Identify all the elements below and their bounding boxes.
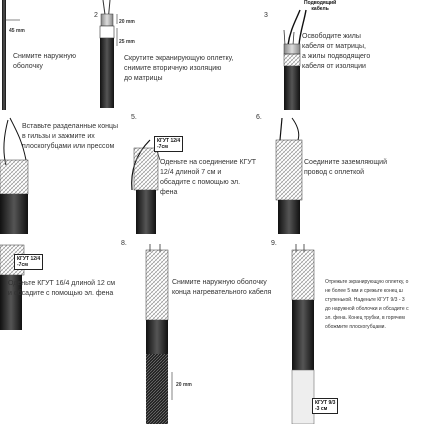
step3-text: Освободите жилы кабеля от матрицы, а жил… bbox=[302, 33, 371, 70]
step6-text: Соедините заземляющий провод с оплеткой bbox=[304, 159, 387, 176]
step5-text: Оденьте на соединение КГУТ 12/4 длиной 7… bbox=[160, 159, 257, 196]
step7-cable bbox=[0, 244, 25, 330]
step4-text: Вставьте разделанные концы в гильзы и за… bbox=[22, 123, 119, 150]
step8-cable bbox=[145, 244, 173, 424]
step4-cable bbox=[0, 117, 29, 234]
step2-text: Скрутите экранирующую оплетку, снимите в… bbox=[124, 55, 234, 82]
step8-text: Снимите наружную оболочку конца нагреват… bbox=[172, 279, 272, 296]
step9-number: 9. bbox=[271, 240, 277, 247]
step6-cable bbox=[275, 117, 303, 234]
step5-tag: КГУТ 12/4 -7см bbox=[154, 136, 184, 152]
step8-number: 8. bbox=[121, 240, 127, 247]
step9-text: Отрежьте экранирующую оплетку, о не боле… bbox=[325, 279, 409, 330]
step2-number: 2 bbox=[94, 12, 98, 19]
step1-dimension: 45 mm bbox=[9, 28, 25, 34]
step2-dim2: 25 mm bbox=[119, 39, 135, 45]
step3-tag: Подводящий кабель bbox=[304, 0, 337, 12]
step9-cable bbox=[291, 244, 315, 424]
step2-dim1: 20 mm bbox=[119, 19, 135, 25]
step1-text: Снимите наружную оболочку bbox=[13, 53, 76, 70]
step8-dimension: 20 mm bbox=[176, 382, 192, 388]
step3-cable bbox=[283, 9, 307, 110]
step3-number: 3 bbox=[264, 12, 268, 19]
step9-tag: КГУТ 9/3 -3 см bbox=[312, 398, 339, 414]
step6-number: 6. bbox=[256, 114, 262, 121]
step2-cable bbox=[99, 0, 118, 108]
step1-cable bbox=[2, 0, 20, 110]
step7-tag: КГУТ 12/4 -7см bbox=[14, 254, 44, 270]
step5-number: 5. bbox=[131, 114, 137, 121]
step7-text: Оденьте КГУТ 16/4 длиной 12 см и обсадит… bbox=[8, 280, 116, 297]
step5-cable bbox=[131, 139, 161, 234]
